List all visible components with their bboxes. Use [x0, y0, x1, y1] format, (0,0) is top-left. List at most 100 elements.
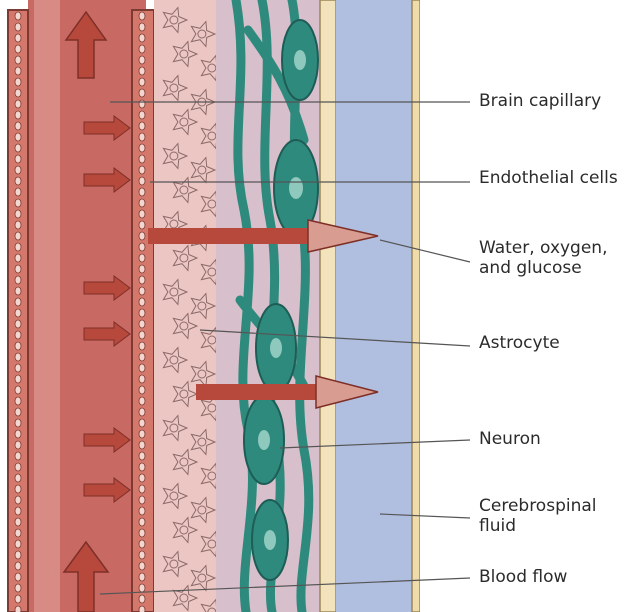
endothelial-bead: [15, 166, 21, 174]
endothelial-bead: [139, 100, 145, 108]
endothelial-bead: [15, 144, 21, 152]
endothelial-bead: [139, 474, 145, 482]
endothelial-bead: [15, 518, 21, 526]
endothelial-bead: [15, 331, 21, 339]
endothelial-bead: [15, 221, 21, 229]
label-neuron: Neuron: [479, 429, 541, 449]
endothelial-bead: [139, 133, 145, 141]
endothelial-bead: [15, 353, 21, 361]
endothelial-bead: [139, 584, 145, 592]
endothelial-bead: [15, 78, 21, 86]
endothelial-bead: [139, 287, 145, 295]
endothelial-bead: [15, 298, 21, 306]
endothelial-bead: [15, 408, 21, 416]
endothelial-bead: [139, 353, 145, 361]
endothelial-bead: [15, 474, 21, 482]
endothelial-bead: [139, 188, 145, 196]
endothelial-bead: [15, 606, 21, 612]
endothelial-bead: [139, 199, 145, 207]
endothelial-bead: [15, 386, 21, 394]
endothelial-bead: [139, 397, 145, 405]
endothelial-bead: [15, 364, 21, 372]
endothelial-bead: [15, 562, 21, 570]
endothelial-bead: [139, 23, 145, 31]
endothelial-bead: [15, 595, 21, 603]
endothelial-bead: [139, 441, 145, 449]
endothelial-bead: [139, 331, 145, 339]
endothelial-bead: [15, 100, 21, 108]
endothelial-bead: [139, 243, 145, 251]
endothelial-bead: [15, 551, 21, 559]
endothelial-bead: [15, 309, 21, 317]
endothelial-bead: [15, 375, 21, 383]
endothelial-bead: [15, 529, 21, 537]
endothelial-bead: [139, 386, 145, 394]
endothelial-bead: [15, 452, 21, 460]
endothelial-bead: [139, 452, 145, 460]
endothelial-bead: [15, 199, 21, 207]
endothelial-bead: [139, 573, 145, 581]
endothelial-bead: [139, 342, 145, 350]
endothelial-bead: [139, 606, 145, 612]
endothelial-bead: [15, 507, 21, 515]
outer-membrane: [412, 0, 420, 612]
endothelial-bead: [15, 12, 21, 20]
endothelial-bead: [15, 463, 21, 471]
endothelial-bead: [15, 243, 21, 251]
endothelial-bead: [15, 342, 21, 350]
endothelial-bead: [15, 177, 21, 185]
endothelial-bead: [15, 67, 21, 75]
endothelial-bead: [15, 573, 21, 581]
endothelial-bead: [139, 507, 145, 515]
endothelial-bead: [139, 518, 145, 526]
label-brain-capillary: Brain capillary: [479, 91, 601, 111]
endothelial-bead: [15, 320, 21, 328]
endothelial-bead: [15, 23, 21, 31]
endothelial-bead: [15, 210, 21, 218]
endothelial-bead: [15, 397, 21, 405]
endothelial-bead: [139, 276, 145, 284]
endothelial-bead: [15, 155, 21, 163]
endothelial-bead: [15, 133, 21, 141]
csf-region: [336, 0, 412, 612]
endothelial-bead: [139, 56, 145, 64]
endothelial-bead: [139, 496, 145, 504]
endothelial-bead: [139, 265, 145, 273]
endothelial-bead: [139, 12, 145, 20]
label-water-oxygen-glucose: Water, oxygen, and glucose: [479, 238, 608, 278]
pia-membrane: [320, 0, 336, 612]
endothelial-bead: [139, 232, 145, 240]
endothelial-bead: [139, 419, 145, 427]
endothelial-bead: [15, 56, 21, 64]
endothelial-bead: [15, 111, 21, 119]
endothelial-bead: [139, 254, 145, 262]
endothelial-bead: [15, 276, 21, 284]
label-astrocyte: Astrocyte: [479, 333, 560, 353]
endothelial-bead: [15, 232, 21, 240]
endothelial-bead: [139, 320, 145, 328]
endothelial-bead: [139, 122, 145, 130]
endothelial-bead: [139, 155, 145, 163]
endothelial-bead: [139, 298, 145, 306]
endothelial-bead: [15, 34, 21, 42]
endothelial-bead: [139, 364, 145, 372]
endothelial-bead: [15, 265, 21, 273]
endothelial-bead: [139, 166, 145, 174]
endothelial-bead: [139, 89, 145, 97]
endothelial-bead: [139, 529, 145, 537]
endothelial-bead: [15, 441, 21, 449]
capillary-highlight: [34, 0, 60, 612]
endothelial-bead: [139, 221, 145, 229]
endothelial-bead: [139, 210, 145, 218]
endothelial-bead: [139, 111, 145, 119]
endothelial-bead: [15, 122, 21, 130]
endothelial-bead: [139, 408, 145, 416]
endothelial-bead: [139, 375, 145, 383]
endothelial-bead: [139, 144, 145, 152]
endothelial-bead: [139, 34, 145, 42]
endothelial-bead: [15, 584, 21, 592]
endothelial-bead: [15, 430, 21, 438]
endothelial-bead: [139, 78, 145, 86]
endothelial-bead: [139, 463, 145, 471]
